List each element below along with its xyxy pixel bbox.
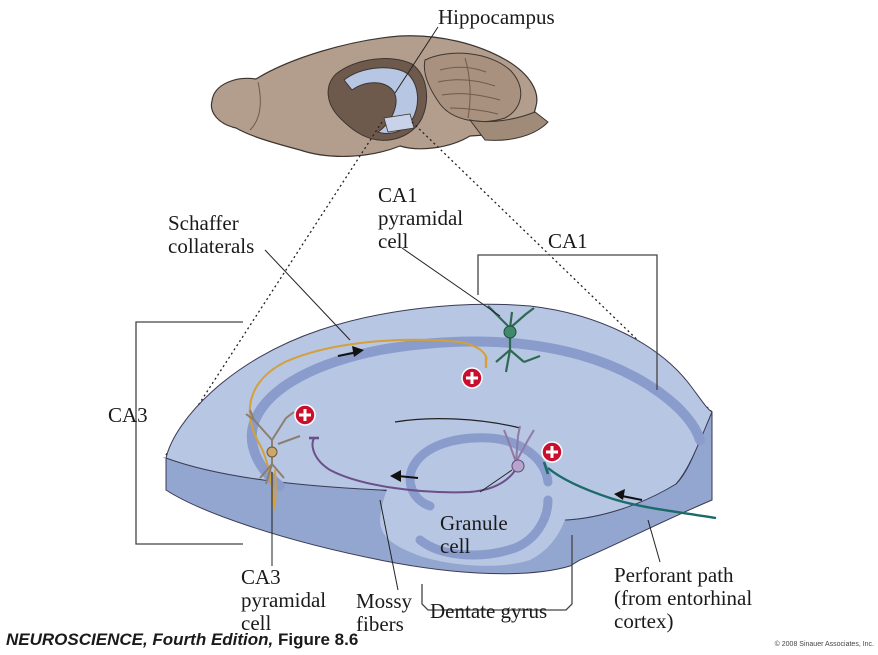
figure-caption: NEUROSCIENCE, Fourth Edition, Figure 8.6 — [6, 630, 358, 650]
label-ca1-cell-line-3: cell — [378, 230, 463, 253]
label-granule-line-1: Granule — [440, 512, 508, 535]
label-schaffer-collaterals: Schaffer collaterals — [168, 212, 254, 258]
rat-brain — [211, 36, 548, 157]
label-ca3-pyramidal-cell: CA3 pyramidal cell — [241, 566, 326, 635]
leader-schaffer — [265, 250, 350, 340]
label-schaffer-line-1: Schaffer — [168, 212, 254, 235]
label-dentate-gyrus: Dentate gyrus — [430, 600, 547, 623]
label-granule-line-2: cell — [440, 535, 508, 558]
label-perforant-line-1: Perforant path — [614, 564, 752, 587]
label-ca1: CA1 — [548, 230, 588, 253]
label-ca1-pyramidal-cell: CA1 pyramidal cell — [378, 184, 463, 253]
label-perforant-line-3: cortex) — [614, 610, 752, 633]
label-perforant-line-2: (from entorhinal — [614, 587, 752, 610]
caption-book-title: NEUROSCIENCE, — [6, 630, 148, 649]
label-ca3: CA3 — [108, 404, 148, 427]
hippocampal-slice — [166, 304, 712, 573]
label-ca3-cell-line-1: CA3 — [241, 566, 326, 589]
label-mossy-fibers: Mossy fibers — [356, 590, 412, 636]
copyright-notice: © 2008 Sinauer Associates, Inc. — [775, 641, 874, 648]
label-schaffer-line-2: collaterals — [168, 235, 254, 258]
label-ca1-cell-line-1: CA1 — [378, 184, 463, 207]
label-mossy-line-2: fibers — [356, 613, 412, 636]
label-granule-cell: Granule cell — [440, 512, 508, 558]
label-ca1-cell-line-2: pyramidal — [378, 207, 463, 230]
label-ca3-cell-line-2: pyramidal — [241, 589, 326, 612]
caption-edition: Fourth Edition, — [148, 630, 274, 649]
label-hippocampus: Hippocampus — [438, 6, 555, 29]
label-mossy-line-1: Mossy — [356, 590, 412, 613]
label-perforant-path: Perforant path (from entorhinal cortex) — [614, 564, 752, 633]
caption-figure-number: Figure 8.6 — [273, 630, 358, 649]
